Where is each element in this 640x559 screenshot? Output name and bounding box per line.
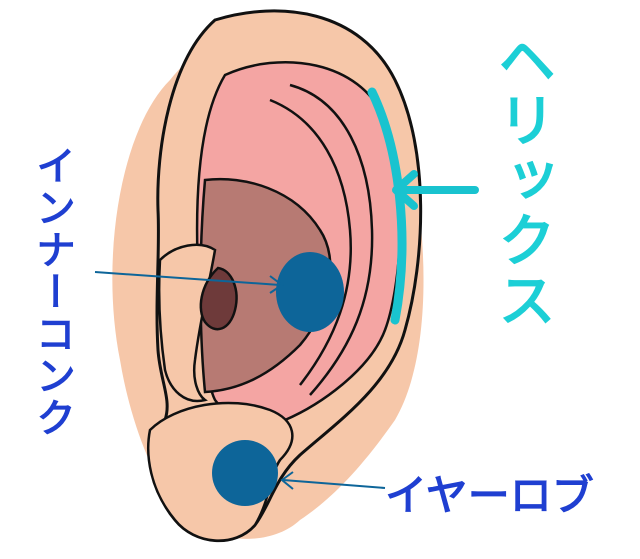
ear-canal [199, 266, 238, 331]
helix-label: ヘリックス [488, 30, 556, 330]
inner-conch-stud [276, 252, 344, 332]
antihelix-line-1 [269, 98, 352, 386]
inner-conch-arrowhead [269, 275, 284, 294]
earlobe-arrow-line [282, 479, 386, 489]
earlobe-stud [212, 440, 278, 506]
earlobe-arrowhead [280, 471, 294, 490]
tragus [157, 243, 217, 403]
inner-conch-arrow-line [94, 271, 281, 286]
inner-conch-label: インナーコンク [29, 145, 75, 439]
antihelix-line-2 [289, 83, 374, 396]
earlobe-label: イヤーロブ [385, 471, 594, 520]
helix-arrowhead [392, 170, 418, 210]
